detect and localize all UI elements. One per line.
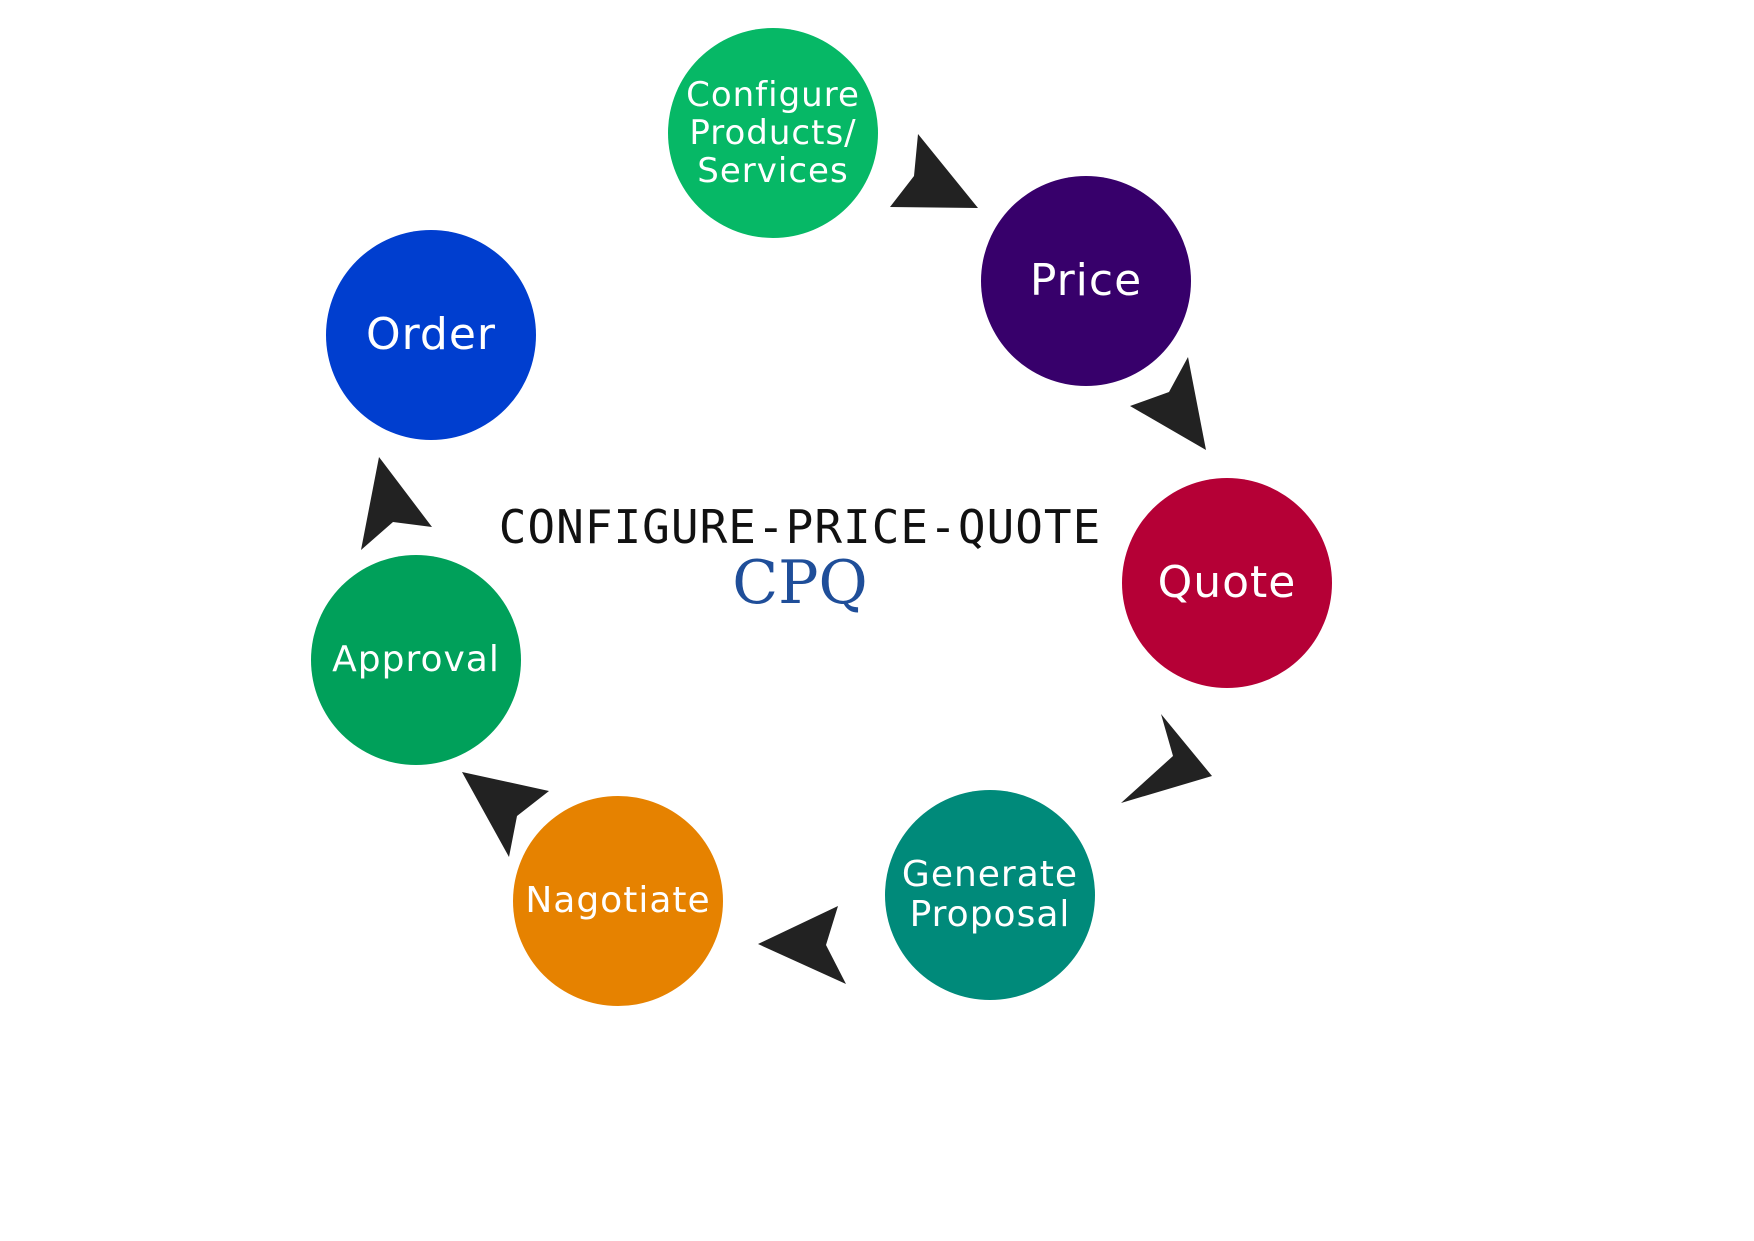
step-approval: Approval [311,555,521,765]
arrow-generate-to-negotiate [758,906,846,984]
step-quote-label: Quote [1157,557,1297,609]
step-generate-proposal-label: Generate Proposal [901,853,1079,935]
step-generate-proposal: Generate Proposal [885,790,1095,1000]
arrow-negotiate-to-approval [462,772,549,857]
arrow-price-to-quote [1130,357,1206,450]
diagram-abbreviation: CPQ [732,548,868,618]
step-negotiate: Nagotiate [513,796,723,1006]
step-order: Order [326,230,536,440]
step-price: Price [981,176,1191,386]
step-order-label: Order [365,309,497,361]
arrow-quote-to-generate [1121,714,1212,803]
arrow-configure-to-price [890,134,978,208]
step-quote: Quote [1122,478,1332,688]
diagram-title: CONFIGURE-PRICE-QUOTE [498,500,1102,554]
step-approval-label: Approval [332,638,500,680]
step-configure-label: Configure Products/ Services [686,74,860,192]
arrow-approval-to-order [361,457,432,550]
step-negotiate-label: Nagotiate [525,879,711,921]
step-price-label: Price [1029,255,1143,307]
step-configure: Configure Products/ Services [668,28,878,238]
